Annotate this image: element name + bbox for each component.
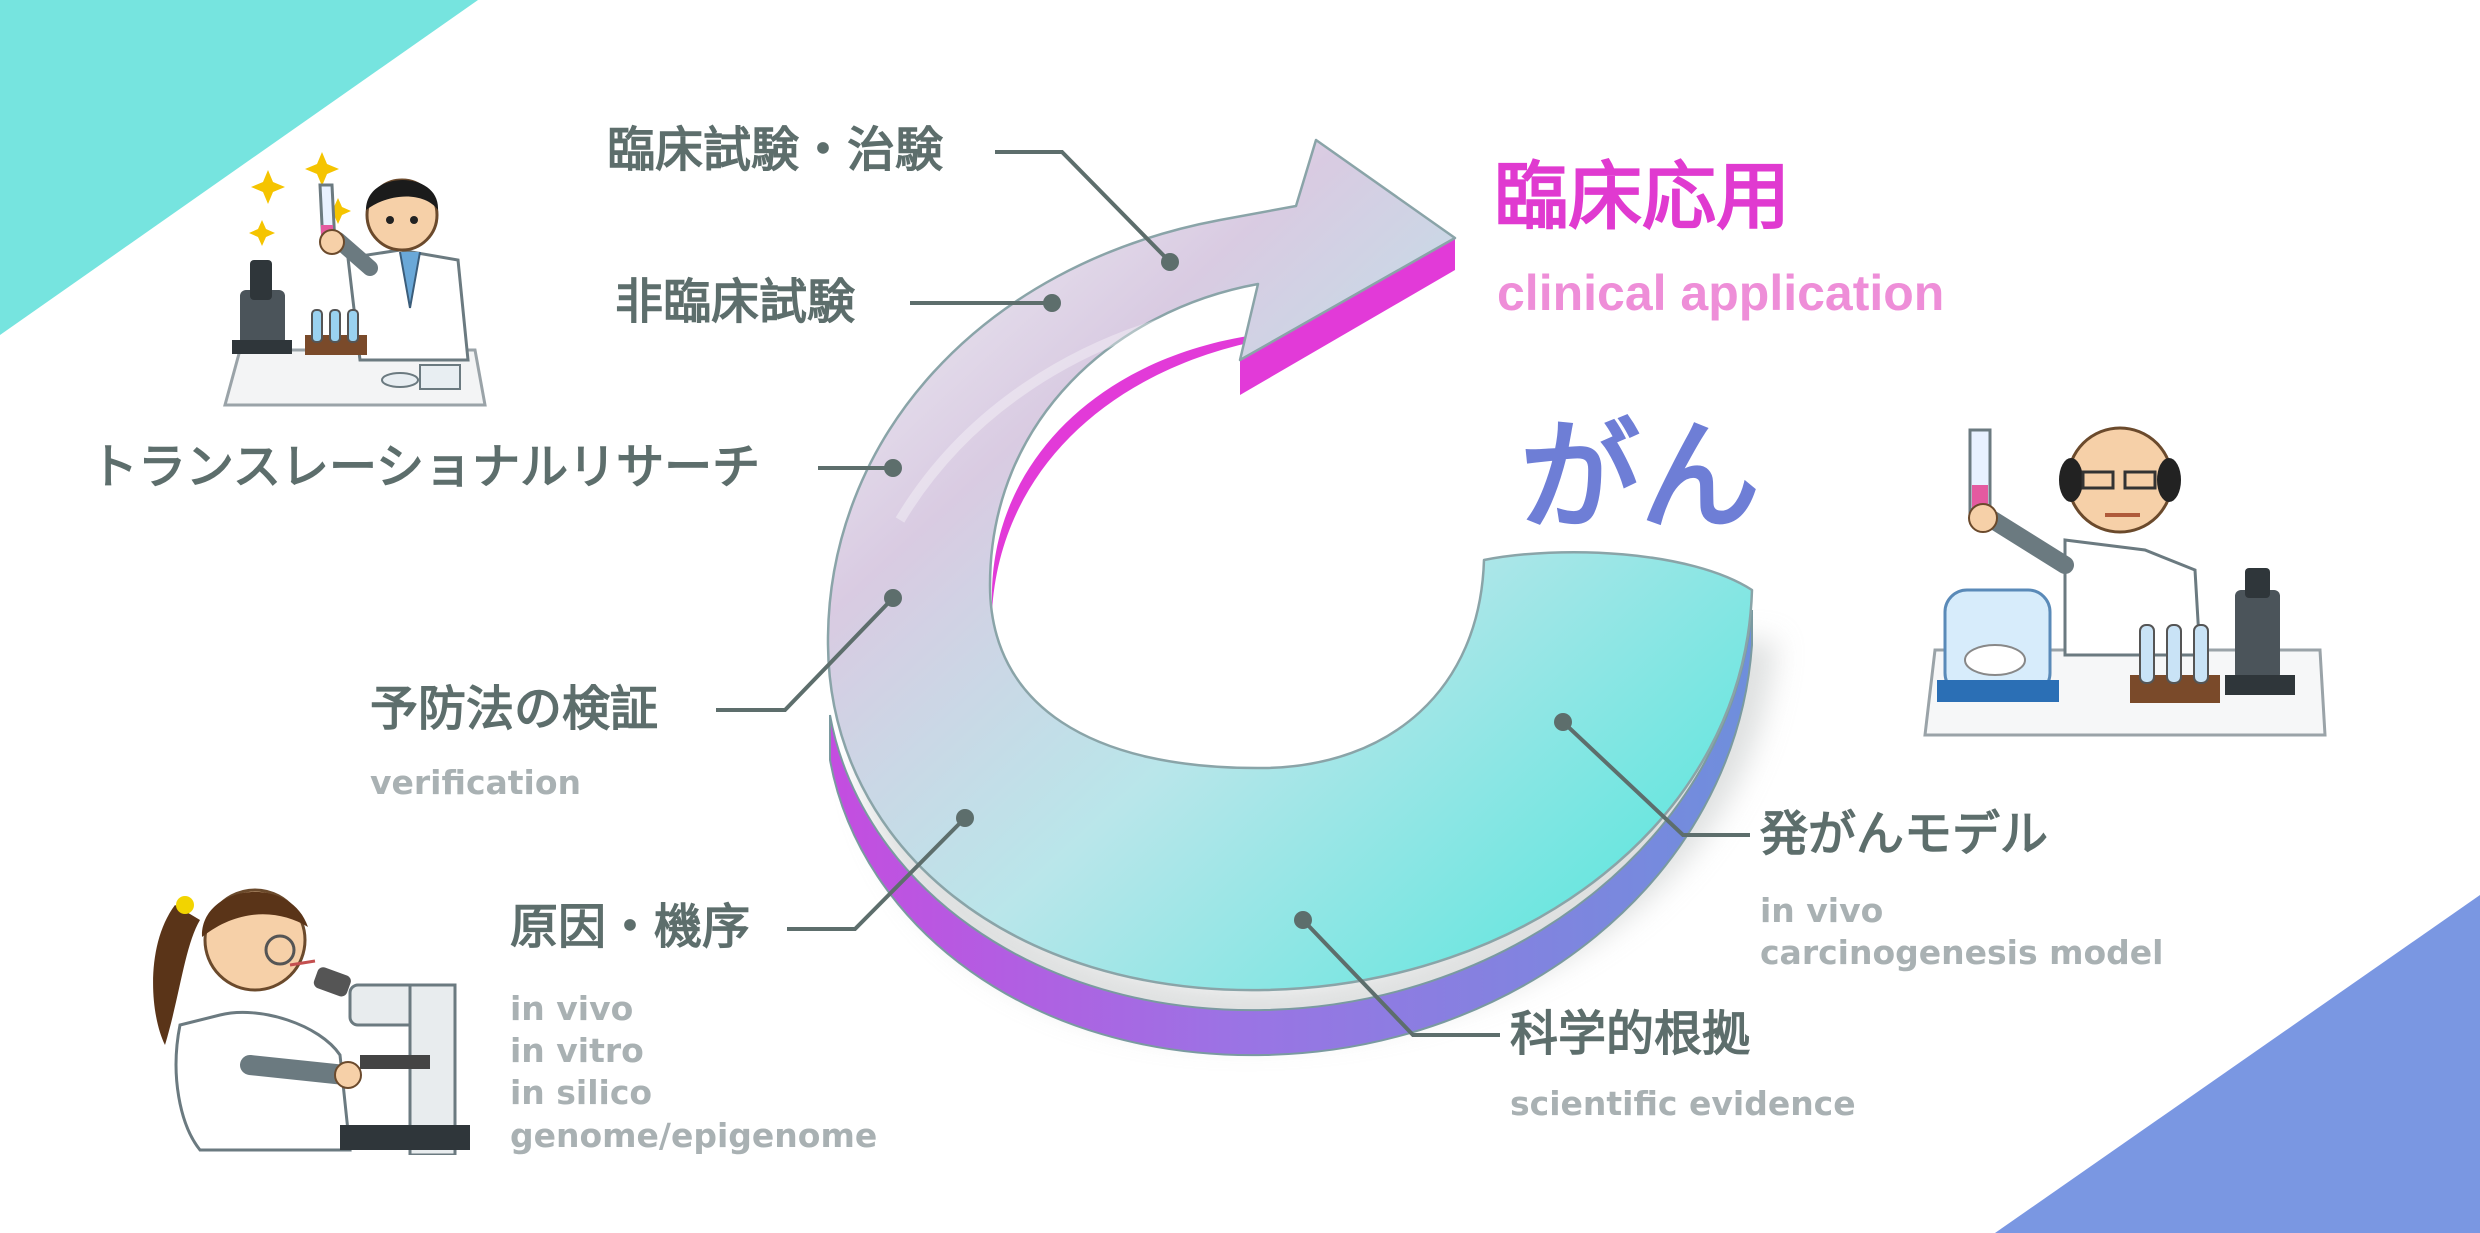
label-translational: トランスレーショナルリサーチ [90, 439, 761, 495]
leader-clinical-trial [995, 150, 1172, 264]
leader-model [1561, 720, 1750, 837]
label-cause: 原因・機序 [510, 899, 751, 955]
corner-triangle-top-left [0, 0, 478, 335]
clinical-application-title: 臨床応用 [1494, 154, 1790, 240]
professor-with-mouse-icon [1923, 426, 2327, 737]
ring-side [829, 609, 1753, 1057]
sub-model: in vivo carcinogenesis model [1760, 891, 2164, 973]
sub-evidence: scientific evidence [1510, 1084, 1856, 1123]
researcher-with-microscope-icon [153, 888, 470, 1155]
label-non-clinical: 非臨床試験 [615, 274, 856, 330]
center-label: がん [1520, 408, 1760, 547]
clinical-application-subtitle: clinical application [1497, 265, 1945, 321]
leader-evidence [1301, 918, 1500, 1037]
ring-sheen [895, 313, 1182, 523]
arrow-head-side [1240, 238, 1455, 395]
label-clinical-trial: 臨床試験・治験 [607, 122, 944, 178]
corner-triangle-bottom-right [1995, 895, 2480, 1233]
leader-lines [716, 150, 1750, 1037]
label-evidence: 科学的根拠 [1510, 1006, 1751, 1062]
scientist-with-test-tube-icon [223, 152, 487, 407]
sub-prevention: verification [370, 763, 582, 802]
label-prevention: 予防法の検証 [370, 681, 659, 737]
label-model: 発がんモデル [1760, 806, 2049, 862]
leader-cause [787, 816, 967, 931]
ring-inner-wall [991, 283, 1262, 612]
leader-dots [884, 253, 1572, 929]
ring-top-face [826, 138, 1754, 992]
leader-prevention [716, 596, 895, 712]
sub-cause: in vivo in vitro in silico genome/epigen… [510, 989, 878, 1155]
